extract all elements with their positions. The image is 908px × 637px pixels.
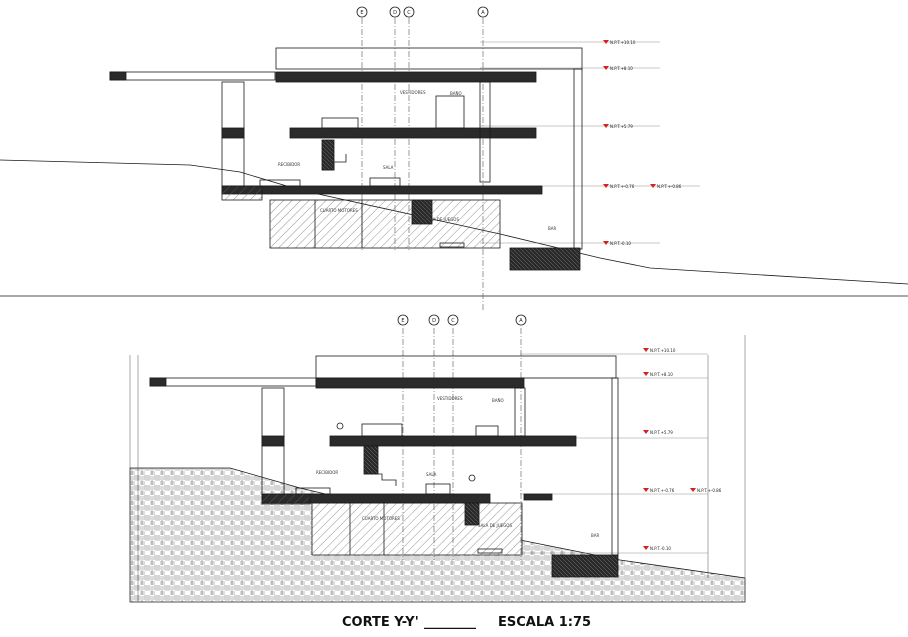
level-basement-top: N.P.T.-0.10 — [610, 241, 631, 246]
level-second-bottom: N.P.T.+5.79 — [650, 430, 673, 435]
level-roof-bottom: N.P.T.+10.10 — [650, 348, 676, 353]
level-ground-b-top: N.P.T.+-0.86 — [657, 184, 682, 189]
room-sala-bottom: SALA — [426, 472, 437, 477]
axis-label-d-bottom: D — [432, 318, 436, 324]
axis-label-a: A — [481, 10, 485, 16]
room-recibidor-top: RECIBIDOR — [278, 162, 300, 167]
level-ground-bottom: N.P.T.+-0.76 — [650, 488, 675, 493]
axis-lines-top — [361, 18, 484, 310]
bottom-section: E D C A — [129, 314, 746, 603]
level-lines-bottom — [520, 353, 708, 554]
drawing-title: CORTE Y-Y' ________ ESCALA 1:75 — [342, 615, 591, 630]
room-cuarto-motores-bottom: CUARTO MOTORES — [362, 516, 400, 521]
room-sala-juegos-bottom: SALA DE JUEGOS — [478, 523, 512, 528]
title-scale: ESCALA 1:75 — [498, 615, 591, 630]
room-bar-bottom: BAR — [591, 533, 599, 538]
room-vestidores-top: VESTIDORES — [400, 90, 426, 95]
level-second-top: N.P.T.+5.79 — [610, 124, 633, 129]
axis-bubbles-bottom — [397, 314, 527, 326]
dimension-rails — [129, 335, 746, 602]
room-vestidores-bottom: VESTIDORES — [437, 396, 463, 401]
level-markers-top — [603, 40, 656, 245]
level-upper-bottom: N.P.T.+8.10 — [650, 372, 673, 377]
level-markers-bottom — [643, 348, 696, 550]
building-top — [109, 47, 583, 271]
axis-label-d: D — [393, 10, 397, 16]
axis-label-c-bottom: C — [451, 318, 455, 324]
level-upper-top: N.P.T.+8.10 — [610, 66, 633, 71]
room-cuarto-motores-top: CUARTO MOTORES — [320, 208, 358, 213]
axis-label-e-bottom: E — [401, 318, 404, 324]
room-sala-juegos-top: SALA DE JUEGOS — [425, 217, 459, 222]
level-ground-b-bottom: N.P.T.+-0.86 — [697, 488, 722, 493]
basement-block-bottom — [311, 502, 523, 556]
title-separator: ________ — [424, 615, 477, 630]
axis-label-e: E — [360, 10, 363, 16]
room-recibidor-bottom: RECIBIDOR — [316, 470, 338, 475]
room-bano-bottom: BAÑO — [492, 398, 504, 403]
room-bar-top: BAR — [548, 226, 556, 231]
axis-label-c: C — [407, 10, 411, 16]
room-sala-top: SALA — [383, 165, 394, 170]
building-bottom — [149, 355, 619, 556]
top-section: E D C A — [0, 6, 908, 310]
level-ground-top: N.P.T.+-0.76 — [610, 184, 635, 189]
room-bano-top: BAÑO — [450, 91, 462, 96]
level-basement-bottom: N.P.T.-0.10 — [650, 546, 671, 551]
axis-bubbles-top — [356, 6, 489, 18]
level-roof-top: N.P.T.+10.10 — [610, 40, 636, 45]
title-main: CORTE Y-Y' — [342, 615, 419, 630]
bar-block-bottom — [551, 554, 619, 578]
axis-label-a-bottom: A — [519, 318, 523, 324]
